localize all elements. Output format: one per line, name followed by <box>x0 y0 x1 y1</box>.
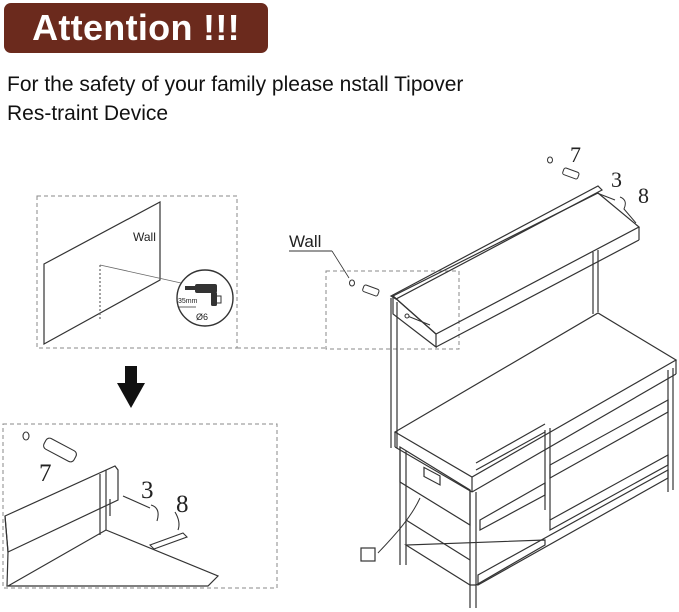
part-label-bracket-detail: 8 <box>176 491 189 518</box>
attention-title: Attention !!! <box>32 7 240 48</box>
drill-diameter-label: Ø6 <box>196 312 208 322</box>
cabinet-hardware <box>547 156 637 224</box>
notice-line-1: For the safety of your family please nst… <box>7 73 464 96</box>
detail-rail <box>4 465 220 587</box>
drill-icon <box>185 284 222 306</box>
drill-depth-label: 35mm <box>178 298 198 305</box>
attention-banner: Attention !!! <box>4 3 268 53</box>
safety-notice: For the safety of your family please nst… <box>7 70 567 128</box>
dashed-guides <box>2 195 460 589</box>
wall-label-inset: Wall <box>133 230 156 244</box>
wall-panel <box>43 200 191 346</box>
notice-line-2: Res-traint Device <box>7 102 169 125</box>
wall-label-main: Wall <box>289 232 321 251</box>
part-label-screw-top: 3 <box>611 167 622 192</box>
part-label-anchor-top: 7 <box>570 142 581 167</box>
desk-cabinet <box>360 185 678 608</box>
part-label-screw-detail: 3 <box>141 477 154 504</box>
part-label-anchor-detail: 7 <box>39 460 52 487</box>
detail-hardware <box>22 431 188 550</box>
drill-magnifier: 35mm Ø6 <box>176 269 234 327</box>
down-arrow-icon <box>117 366 145 408</box>
inset-hardware <box>349 279 431 326</box>
part-label-bracket-top: 8 <box>638 183 649 208</box>
